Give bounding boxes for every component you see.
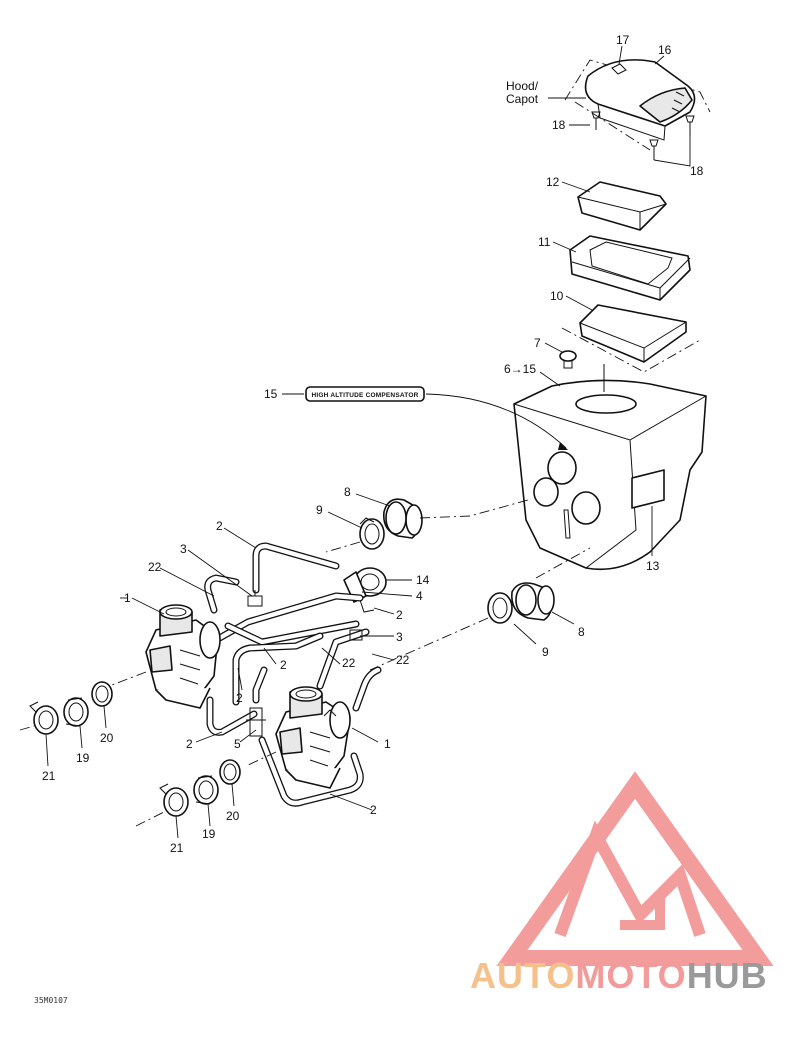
- hood-assembly: [564, 59, 711, 160]
- label-18b: 18: [690, 164, 704, 178]
- label-2c: 2: [280, 658, 287, 672]
- air-filter-12: [577, 181, 667, 231]
- clamp-21-upper: [29, 701, 59, 735]
- label-2a: 2: [216, 519, 223, 533]
- adaptor-8-lower: [511, 582, 555, 621]
- label-8a: 8: [344, 485, 351, 499]
- label-21b: 21: [170, 841, 184, 855]
- clamp-20-upper: [91, 681, 113, 707]
- label-2d: 2: [236, 691, 243, 705]
- label-2e: 2: [186, 737, 193, 751]
- clamp-21-lower: [159, 783, 189, 817]
- label-15: 15: [264, 387, 278, 401]
- label-19a: 19: [76, 751, 90, 765]
- label-1b: 1: [384, 737, 391, 751]
- watermark-text-auto: AUTO: [470, 955, 576, 996]
- label-12: 12: [546, 175, 560, 189]
- label-14: 14: [416, 573, 430, 587]
- compensator-label: [282, 386, 568, 450]
- label-22c: 22: [396, 653, 410, 667]
- label-20a: 20: [100, 731, 114, 745]
- label-18a: 18: [552, 118, 566, 132]
- label-3a: 3: [180, 542, 187, 556]
- label-hood: Hood/: [506, 79, 539, 93]
- sleeve-19-lower: [193, 775, 219, 805]
- carburetor-1-lower: [275, 686, 351, 789]
- label-capot: Capot: [506, 92, 539, 106]
- label-1a: 1: [124, 591, 131, 605]
- label-6-15: 6→15: [504, 362, 536, 376]
- label-20b: 20: [226, 809, 240, 823]
- label-compensator: HIGH ALTITUDE COMPENSATOR: [312, 392, 419, 399]
- sleeve-19-upper: [63, 697, 89, 727]
- adaptor-8-upper: [382, 498, 423, 539]
- plate-10: [561, 304, 701, 373]
- carburetor-1-upper: [145, 604, 221, 709]
- label-7: 7: [534, 336, 541, 350]
- filter-frame-11: [569, 235, 691, 301]
- watermark-logo: [496, 771, 774, 966]
- clamp-20-lower: [219, 759, 241, 785]
- label-2f: 2: [370, 803, 377, 817]
- air-silencer-body: [513, 364, 707, 571]
- label-10: 10: [550, 289, 564, 303]
- label-17: 17: [616, 33, 630, 47]
- label-16: 16: [658, 43, 672, 57]
- label-22a: 22: [148, 560, 162, 574]
- watermark-text-moto: MOTO: [575, 955, 687, 996]
- label-19b: 19: [202, 827, 216, 841]
- label-9a: 9: [316, 503, 323, 517]
- label-22b: 22: [342, 656, 356, 670]
- compensator-14: [343, 567, 387, 613]
- label-11: 11: [538, 235, 551, 249]
- watermark-text-hub: HUB: [686, 955, 768, 996]
- label-2b: 2: [396, 608, 403, 622]
- label-21a: 21: [42, 769, 56, 783]
- drawing-code: 35M0107: [34, 996, 68, 1005]
- label-9b: 9: [542, 645, 549, 659]
- label-8b: 8: [578, 625, 585, 639]
- watermark-text: AUTOMOTOHUB: [470, 956, 768, 996]
- clamp-9-lower: [487, 592, 513, 624]
- hose-network: [204, 542, 382, 807]
- grommet-7: [559, 350, 577, 369]
- label-5: 5: [234, 737, 241, 751]
- label-13: 13: [646, 559, 660, 573]
- callout-labels: 17 16 Hood/ Capot 18 18 12 11 10 7 6→15 …: [42, 33, 704, 855]
- label-4: 4: [416, 589, 423, 603]
- label-3b: 3: [396, 630, 403, 644]
- clamp-9-upper: [359, 517, 385, 550]
